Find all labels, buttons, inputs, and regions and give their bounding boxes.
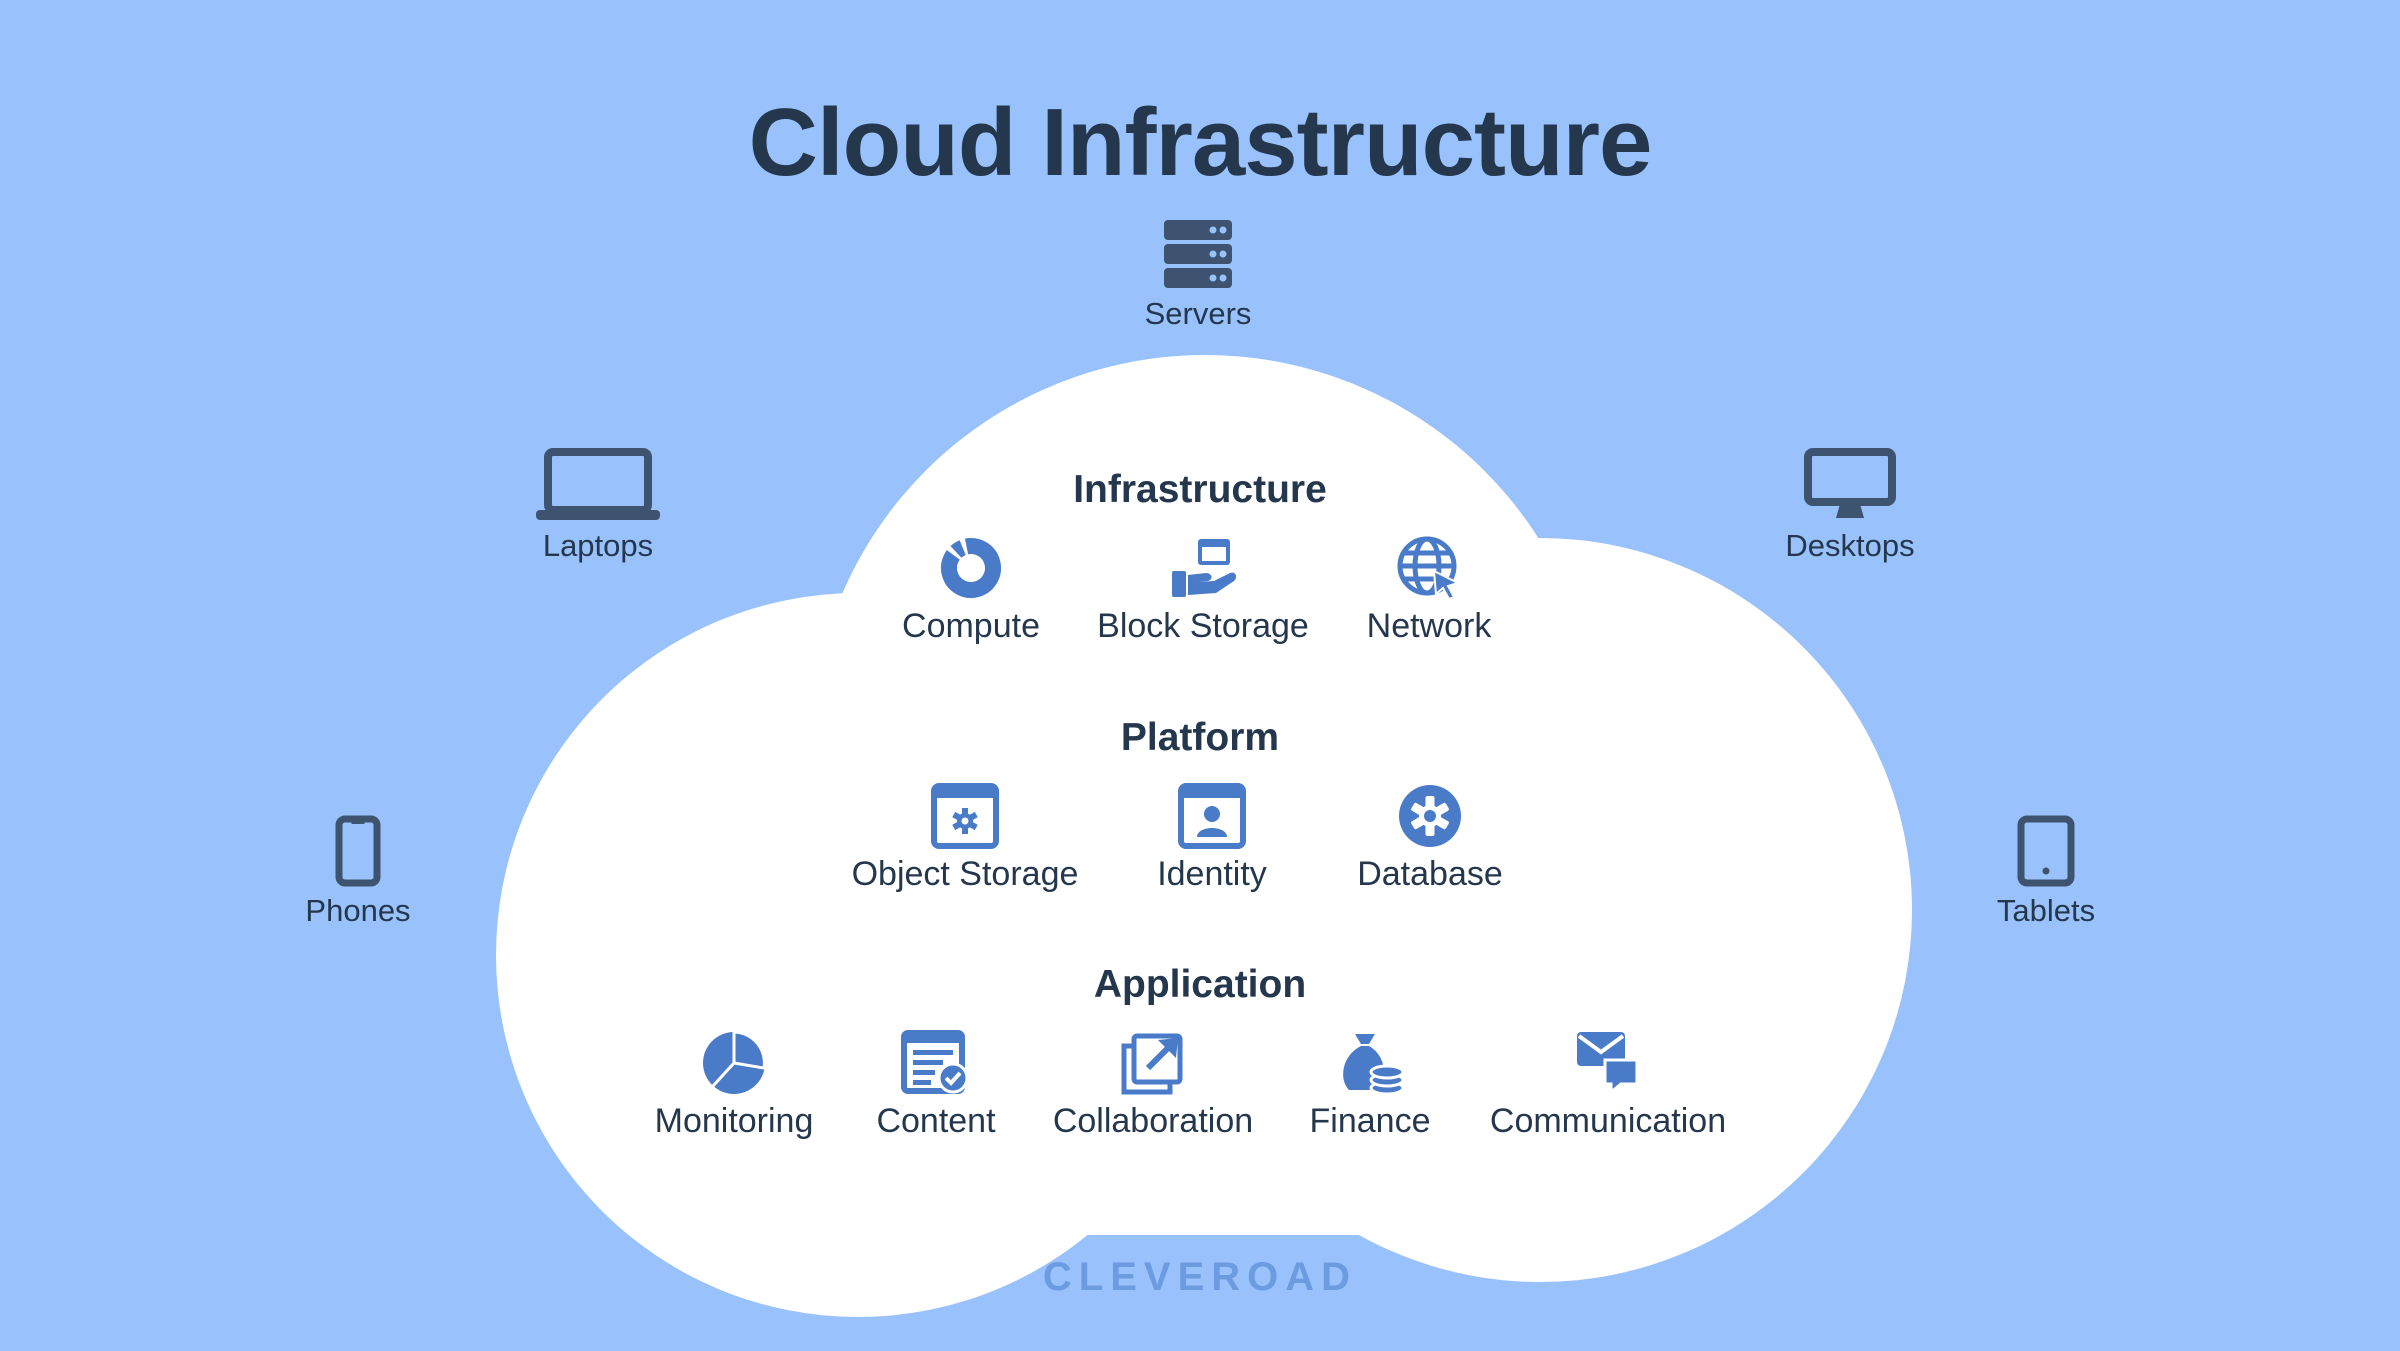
donut-chart-icon <box>941 537 1001 598</box>
brand-logo: CLEVEROAD <box>1042 1255 1358 1299</box>
item-block-storage: Block Storage <box>1073 535 1333 646</box>
server-icon <box>1164 220 1232 288</box>
item-label: Collaboration <box>1052 1102 1254 1140</box>
gear-icon <box>1399 785 1461 847</box>
item-label: Database <box>1357 855 1503 893</box>
device-label: Servers <box>1144 296 1252 331</box>
laptop-icon <box>536 448 660 520</box>
chat-envelope-icon <box>1577 1032 1639 1096</box>
item-compute: Compute <box>841 535 1101 646</box>
device-label: Laptops <box>542 528 654 563</box>
item-label: Network <box>1366 607 1492 645</box>
tablet-icon <box>2017 815 2075 887</box>
item-label: Identity <box>1157 855 1267 893</box>
device-servers: Servers <box>1078 218 1318 332</box>
phone-icon <box>335 815 381 887</box>
device-laptops: Laptops <box>478 448 718 564</box>
item-finance: Finance <box>1240 1030 1500 1141</box>
money-bag-coins-icon <box>1343 1034 1405 1096</box>
item-communication: Communication <box>1478 1030 1738 1141</box>
item-database: Database <box>1300 783 1560 894</box>
device-label: Phones <box>305 893 411 928</box>
device-desktops: Desktops <box>1730 448 1970 564</box>
pie-chart-icon <box>703 1030 766 1094</box>
device-tablets: Tablets <box>1926 815 2166 929</box>
item-monitoring: Monitoring <box>604 1030 864 1141</box>
item-label: Monitoring <box>654 1102 814 1140</box>
hand-storage-icon <box>1172 539 1237 597</box>
section-title-platform: Platform <box>1120 716 1280 759</box>
section-title-application: Application <box>1093 963 1307 1006</box>
item-label: Object Storage <box>851 855 1079 893</box>
item-object-storage: Object Storage <box>835 783 1095 894</box>
item-collaboration: Collaboration <box>1023 1030 1283 1141</box>
window-user-icon <box>1178 783 1246 849</box>
item-label: Communication <box>1489 1102 1727 1140</box>
page-title: Cloud Infrastructure <box>748 89 1653 196</box>
item-content: Content <box>806 1030 1066 1141</box>
item-network: Network <box>1299 535 1559 646</box>
item-label: Content <box>876 1102 996 1140</box>
device-phones: Phones <box>238 815 478 929</box>
item-identity: Identity <box>1082 783 1342 894</box>
window-gear-icon <box>931 783 999 849</box>
share-window-icon <box>1121 1033 1183 1095</box>
device-label: Tablets <box>1996 893 2096 928</box>
item-label: Block Storage <box>1097 607 1309 645</box>
globe-cursor-icon <box>1397 536 1461 601</box>
desktop-icon <box>1804 448 1896 518</box>
item-label: Finance <box>1309 1102 1431 1140</box>
item-label: Compute <box>902 607 1040 645</box>
document-check-icon <box>901 1030 969 1094</box>
device-label: Desktops <box>1785 528 1915 563</box>
section-title-infrastructure: Infrastructure <box>1073 468 1327 511</box>
